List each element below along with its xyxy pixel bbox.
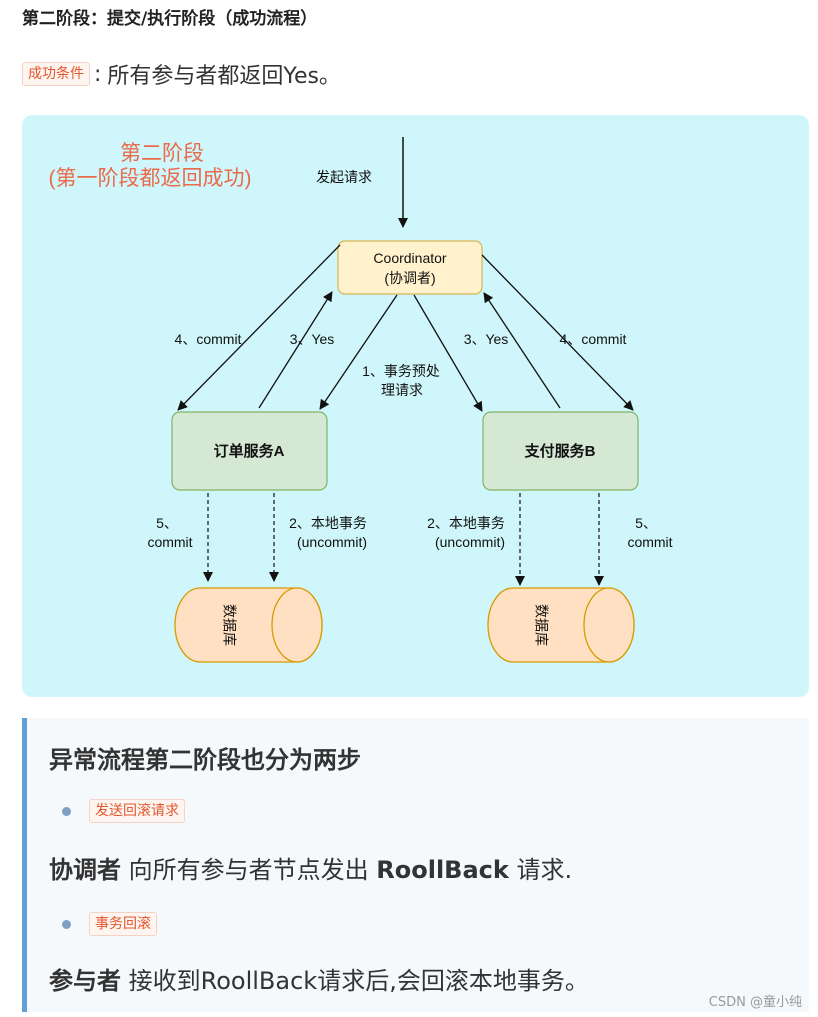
b-commit-label-line1: 5、 bbox=[635, 515, 657, 531]
a-commit-label-line1: 5、 bbox=[156, 515, 178, 531]
colon: : bbox=[94, 61, 102, 87]
diagram-title-line2: (第一阶段都返回成功) bbox=[49, 167, 252, 190]
step1-tag: 发送回滚请求 bbox=[89, 799, 185, 823]
bullet-dot bbox=[62, 806, 71, 816]
prepare-arrow-a bbox=[319, 294, 398, 410]
rollback-callout: 异常流程第二阶段也分为两步 发送回滚请求 协调者 向所有参与者节点发出 Rool… bbox=[22, 718, 809, 1012]
step1-text: 向所有参与者节点发出 bbox=[121, 856, 377, 884]
yes-label-right: 3、Yes bbox=[464, 331, 509, 347]
prepare-label-line2: 理请求 bbox=[381, 382, 423, 398]
watermark: CSDN @童小纯 bbox=[708, 995, 802, 1010]
commit-label-right: 4、commit bbox=[560, 331, 627, 347]
database-a-label: 数据库 bbox=[221, 604, 237, 646]
request-label: 发起请求 bbox=[316, 169, 372, 185]
a-local-label-line1: 2、本地事务 bbox=[289, 515, 367, 531]
a-local-label-line2: (uncommit) bbox=[297, 534, 367, 550]
b-local-label-line2: (uncommit) bbox=[435, 534, 505, 550]
coordinator-label: Coordinator bbox=[373, 250, 446, 266]
b-local-label-line1: 2、本地事务 bbox=[427, 515, 505, 531]
list-item: 事务回滚 bbox=[62, 912, 157, 936]
step2-paragraph: 参与者 接收到RoollBack请求后,会回滚本地事务。 bbox=[49, 961, 589, 996]
service-a-box bbox=[171, 411, 328, 491]
success-text: 所有参与者都返回Yes。 bbox=[107, 64, 341, 89]
callout-title: 异常流程第二阶段也分为两步 bbox=[49, 746, 361, 774]
service-b-box bbox=[482, 411, 639, 491]
commit-arrow-b bbox=[481, 254, 634, 411]
yes-arrow-b bbox=[483, 292, 561, 409]
yes-label-left: 3、Yes bbox=[290, 331, 335, 347]
diagram-svg: 第二阶段 (第一阶段都返回成功) 发起请求 Coordinator (协调者) … bbox=[49, 137, 673, 663]
bullet-dot bbox=[62, 919, 71, 929]
database-b: 数据库 bbox=[487, 587, 635, 663]
section-heading: 第二阶段：提交/执行阶段（成功流程） bbox=[22, 9, 318, 29]
prepare-label-line1: 1、事务预处 bbox=[362, 363, 440, 379]
database-b-label: 数据库 bbox=[533, 604, 549, 646]
two-phase-commit-diagram: 第二阶段 (第一阶段都返回成功) 发起请求 Coordinator (协调者) … bbox=[22, 115, 809, 697]
b-commit-label-line2: commit bbox=[627, 534, 672, 550]
success-tag: 成功条件 bbox=[22, 62, 90, 86]
service-b-label: 支付服务B bbox=[524, 442, 596, 460]
service-a-label: 订单服务A bbox=[214, 442, 285, 460]
commit-arrow-a bbox=[177, 244, 341, 411]
step1-bold: 协调者 bbox=[49, 856, 121, 884]
step1-bold2: RoollBack bbox=[376, 856, 509, 884]
step2-bold: 参与者 bbox=[49, 967, 121, 995]
commit-label-left: 4、commit bbox=[175, 331, 242, 347]
step1-text2: 请求. bbox=[508, 856, 573, 884]
prepare-arrow-b bbox=[413, 294, 483, 412]
step2-text: 接收到RoollBack请求后,会回滚本地事务。 bbox=[121, 967, 589, 995]
a-commit-label-line2: commit bbox=[147, 534, 192, 550]
coordinator-box bbox=[337, 240, 483, 295]
database-a: 数据库 bbox=[174, 587, 323, 663]
diagram-title-line1: 第二阶段 bbox=[120, 142, 204, 165]
success-condition: 成功条件 : 所有参与者都返回Yes。 bbox=[22, 58, 341, 90]
list-item: 发送回滚请求 bbox=[62, 799, 185, 823]
step2-tag: 事务回滚 bbox=[89, 912, 157, 936]
coordinator-sublabel: (协调者) bbox=[384, 270, 435, 286]
yes-arrow-a bbox=[258, 291, 333, 409]
step1-paragraph: 协调者 向所有参与者节点发出 RoollBack 请求. bbox=[49, 850, 572, 885]
